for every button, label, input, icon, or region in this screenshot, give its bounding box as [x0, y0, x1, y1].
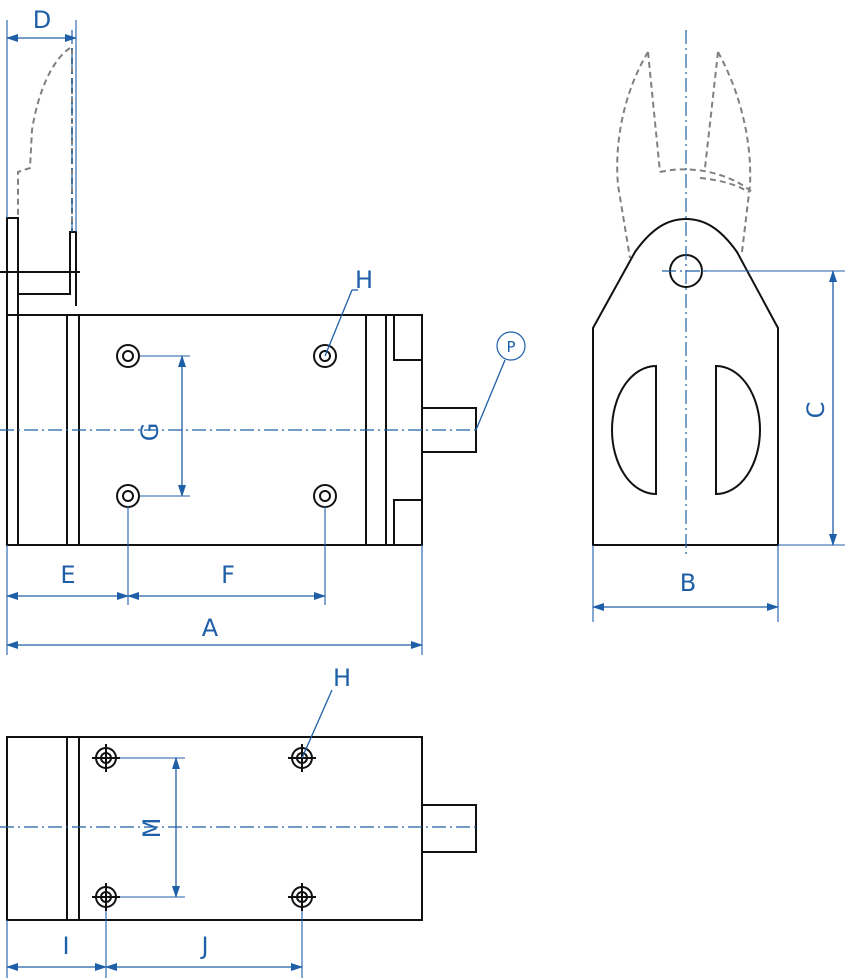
front-hole-top-left: [116, 344, 140, 368]
leader-P: [475, 359, 506, 431]
dim-F-label: F: [221, 561, 235, 589]
leader-H-top-label: H: [333, 664, 351, 692]
front-left-plate: [6, 217, 19, 546]
side-hidden-jaw-tip-2: [699, 177, 749, 193]
side-hidden-jaw-right: [717, 51, 752, 253]
front-hole-bottom-right: [313, 484, 337, 508]
side-body: [592, 217, 779, 546]
front-hole-bottom-left: [116, 484, 140, 508]
front-body: [6, 314, 423, 546]
dim-D-label: D: [33, 6, 51, 34]
dim-E-label: E: [60, 561, 75, 589]
leader-H-top: [301, 689, 333, 759]
front-bottom-step: [393, 499, 422, 545]
dim-A-label: A: [202, 614, 219, 642]
leader-H-front: [324, 289, 353, 357]
dim-I-label: I: [62, 932, 69, 960]
top-body: [6, 736, 423, 921]
side-hidden-jaw-left-inner: [647, 51, 661, 173]
front-top-step: [393, 315, 422, 361]
top-shaft: [421, 804, 477, 853]
side-window-left: [611, 364, 657, 496]
bubble-P: [496, 331, 526, 361]
top-hole-top-left: [92, 744, 120, 772]
side-view: C B: [592, 30, 845, 622]
top-hole-bottom-left: [92, 883, 120, 911]
side-window-right: [715, 364, 761, 496]
dim-M-label: M: [138, 818, 166, 839]
top-view: M I J H: [0, 664, 478, 978]
leader-H-front-label: H: [355, 266, 373, 294]
front-jaw-base: [17, 218, 77, 306]
dim-G-label: G: [136, 423, 164, 442]
dim-C-label: C: [802, 402, 830, 419]
side-hidden-jaw-right-inner: [704, 51, 719, 169]
side-hidden-jaw-left: [616, 51, 649, 259]
dim-B-label: B: [680, 569, 696, 597]
side-hidden-jaw-tip: [659, 168, 753, 193]
top-hole-bottom-right: [288, 883, 316, 911]
dim-J-label: J: [199, 932, 208, 960]
front-view: D E F A G H P: [0, 6, 526, 655]
front-hidden-jaw: [17, 47, 71, 218]
front-hole-top-right: [313, 344, 337, 368]
bubble-P-label: P: [506, 338, 515, 356]
